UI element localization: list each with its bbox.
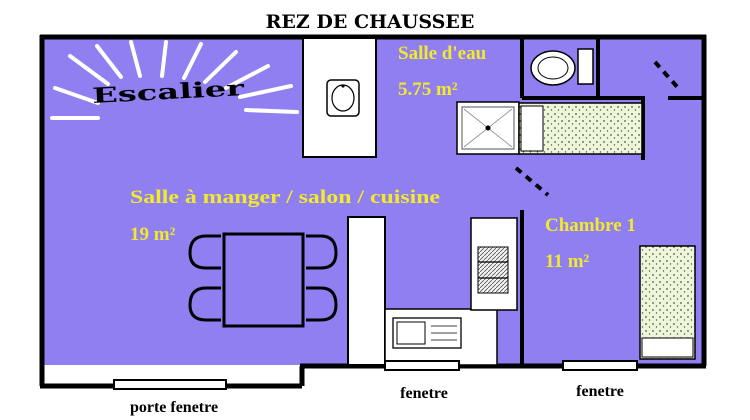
salle-eau-name: Salle d'eau xyxy=(398,43,487,64)
fenetre-chambre-label: fenetre xyxy=(576,383,624,400)
chambre1-area: 11 m² xyxy=(545,251,590,272)
label-sejour: Salle à manger / salon / cuisine 19 m² xyxy=(130,187,440,245)
door-swings xyxy=(514,60,682,197)
sejour-area: 19 m² xyxy=(130,224,176,245)
window-porte-fenetre: porte fenetre xyxy=(113,379,227,416)
bed-icon xyxy=(518,102,643,155)
window-fenetre-cuisine: fenetre xyxy=(384,360,460,402)
window-fenetre-chambre: fenetre xyxy=(562,360,638,400)
staircase xyxy=(50,40,299,120)
plan-title: REZ DE CHAUSSEE xyxy=(266,11,475,33)
bathroom-sink-counter xyxy=(302,37,377,158)
porte-fenetre-label: porte fenetre xyxy=(130,399,218,416)
sink-icon xyxy=(326,79,360,117)
shower-icon xyxy=(456,101,520,155)
kitchen-counter xyxy=(347,216,498,366)
label-chambre1: Chambre 1 11 m² xyxy=(545,215,636,272)
toilet-icon xyxy=(530,48,594,86)
dining-table-icon xyxy=(188,232,338,328)
interior-walls xyxy=(520,37,704,366)
stove-icon xyxy=(470,217,518,311)
salle-eau-area: 5.75 m² xyxy=(398,79,458,100)
outer-walls xyxy=(39,34,707,389)
label-salle-eau: Salle d'eau 5.75 m² xyxy=(398,43,487,100)
bed-chambre-icon xyxy=(639,245,696,360)
sejour-name: Salle à manger / salon / cuisine xyxy=(130,187,440,208)
fenetre-cuisine-label: fenetre xyxy=(400,385,448,402)
kitchen-sink-icon xyxy=(392,317,462,349)
chambre1-name: Chambre 1 xyxy=(545,215,636,236)
